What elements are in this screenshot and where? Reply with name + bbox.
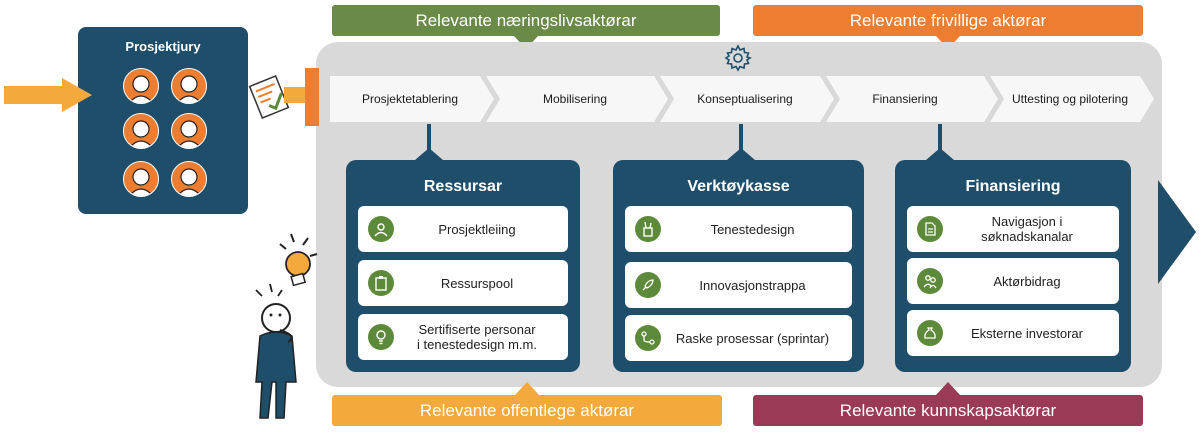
connector-pointer — [926, 148, 954, 160]
process-step-3: Konseptualisering — [697, 92, 793, 106]
document-icon — [917, 216, 943, 242]
toolbox-item-sprints: Raske prosessar (sprintar) — [625, 315, 852, 361]
banner-voluntary-actors: Relevante frivillige aktørar — [753, 5, 1143, 49]
banner-knowledge-actors-label: Relevante kunnskapsaktørar — [839, 400, 1057, 420]
resource-item-label: Sertifiserte personar i tenestedesign m.… — [417, 322, 537, 352]
banner-notch — [515, 382, 539, 395]
gear-icon — [724, 44, 752, 72]
card-resources-title: Ressursar — [423, 178, 503, 195]
checklist-document-icon — [248, 75, 290, 119]
project-jury-box: Prosjektjury — [78, 27, 248, 214]
route-icon — [635, 325, 661, 351]
toolbox-item-innovation-ladder: Innovasjonstrappa — [625, 262, 852, 308]
process-step-5: Uttesting og pilotering — [1011, 92, 1129, 106]
financing-item-external-investors: Eksterne investorar — [907, 310, 1119, 356]
outgoing-arrow-icon — [1158, 180, 1196, 284]
resource-item-certified-people: Sertifiserte personar i tenestedesign m.… — [358, 314, 568, 360]
connector-pointer — [727, 148, 755, 160]
card-financing: Finansiering Navigasjon i søknadskanalar… — [895, 160, 1131, 372]
process-step-2: Mobilisering — [542, 92, 608, 106]
banner-public-actors: Relevante offentlege aktørar — [332, 382, 722, 426]
toolbox-item-label: Tenestedesign — [710, 221, 795, 237]
connector-line — [938, 124, 942, 150]
jury-member-avatar — [123, 113, 159, 149]
chevron-step-2 — [486, 76, 668, 122]
panel-orange-marker — [305, 68, 319, 126]
resource-item-project-management: Prosjektleiing — [358, 206, 568, 252]
resource-item-label: Ressurspool — [440, 275, 514, 291]
banner-business-actors-label: Relevante næringslivsaktørar — [415, 10, 637, 30]
banner-voluntary-actors-label: Relevante frivillige aktørar — [849, 10, 1047, 30]
project-jury-title: Prosjektjury — [125, 39, 201, 54]
process-chevrons — [330, 76, 1154, 122]
process-step-4: Finansiering — [872, 92, 938, 106]
lightbulb-icon — [368, 324, 394, 350]
financing-item-label: Navigasjon i søknadskanalar — [981, 214, 1073, 244]
person-icon — [368, 216, 394, 242]
banner-business-actors: Relevante næringslivsaktørar — [332, 5, 720, 49]
jury-member-avatar — [123, 68, 159, 104]
people-icon — [917, 268, 943, 294]
financing-item-application-channels: Navigasjon i søknadskanalar — [907, 206, 1119, 252]
chevron-step-4 — [826, 76, 998, 122]
financing-item-label: Eksterne investorar — [971, 325, 1083, 341]
financing-item-label: Aktørbidrag — [993, 273, 1061, 289]
money-bag-icon — [917, 320, 943, 346]
connector-pointer — [415, 148, 443, 160]
connector-line — [427, 124, 431, 150]
pencil-cup-icon — [635, 216, 661, 242]
resource-item-label: Prosjektleiing — [438, 221, 516, 237]
jury-member-avatar — [171, 113, 207, 149]
connector-line — [739, 124, 743, 150]
banner-knowledge-actors: Relevante kunnskapsaktørar — [753, 382, 1143, 426]
jury-member-avatar — [171, 68, 207, 104]
jury-member-avatar — [123, 161, 159, 197]
chevron-step-1 — [330, 76, 494, 122]
toolbox-item-service-design: Tenestedesign — [625, 206, 852, 252]
card-resources: Ressursar Prosjektleiing Ressurspool Ser… — [346, 160, 580, 372]
banner-public-actors-label: Relevante offentlege aktørar — [419, 400, 635, 420]
clipboard-icon — [368, 270, 394, 296]
financing-item-actor-contribution: Aktørbidrag — [907, 258, 1119, 304]
toolbox-item-label: Innovasjonstrappa — [699, 277, 806, 293]
jury-member-avatar — [171, 161, 207, 197]
thinking-person-idea-icon — [255, 233, 318, 419]
card-toolbox: Verktøykasse Tenestedesign Innovasjonstr… — [613, 160, 864, 372]
card-toolbox-title: Verktøykasse — [687, 178, 790, 195]
rocket-icon — [635, 272, 661, 298]
chevron-step-3 — [660, 76, 834, 122]
process-step-1: Prosjektetablering — [361, 92, 459, 106]
incoming-arrow-icon — [4, 78, 92, 112]
banner-notch — [936, 382, 960, 395]
toolbox-item-label: Raske prosessar (sprintar) — [675, 330, 830, 346]
resource-item-resource-pool: Ressurspool — [358, 260, 568, 306]
card-financing-title: Finansiering — [965, 178, 1061, 195]
chevron-step-5 — [990, 76, 1154, 122]
